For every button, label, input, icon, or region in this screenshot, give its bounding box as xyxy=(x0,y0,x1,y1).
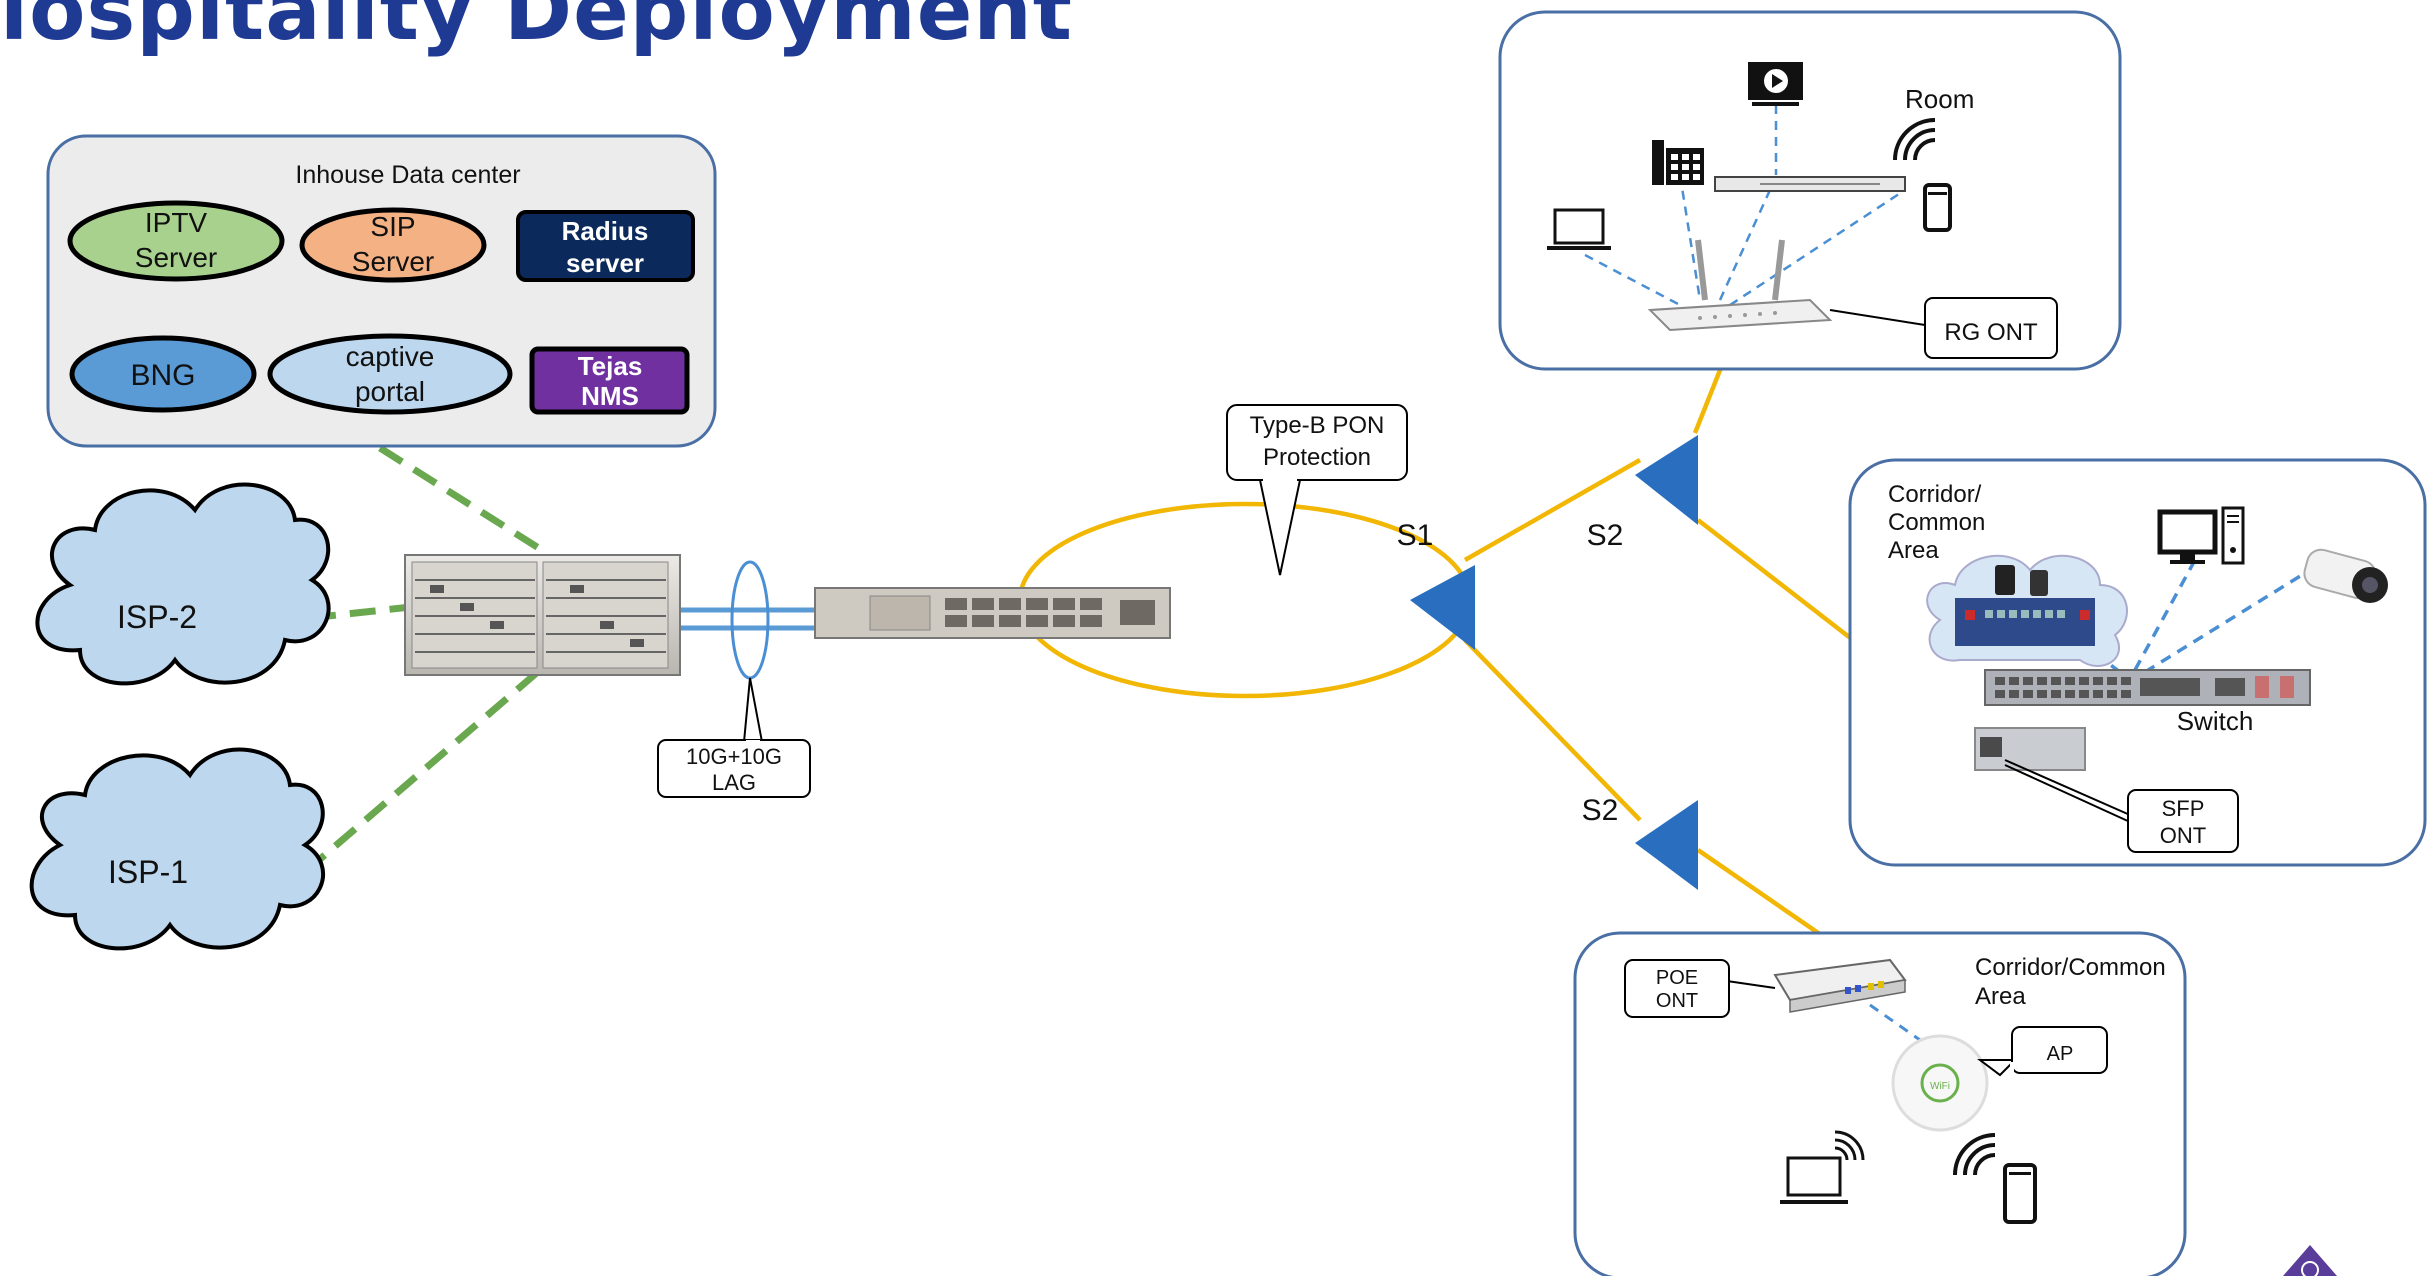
rg-ont-device[interactable] xyxy=(1647,239,1926,332)
sip-server-node[interactable]: SIP Server xyxy=(299,207,487,283)
poe-line-2: ONT xyxy=(1656,990,1698,1012)
laptop-wifi-icon xyxy=(1780,1130,1865,1204)
sfp-ont-device[interactable] xyxy=(1974,727,2131,823)
cloud-devices-group xyxy=(1926,554,2128,667)
pon-line-2: Protection xyxy=(1263,444,1371,471)
iptv-line-1: IPTV xyxy=(145,207,208,238)
corridor-panel-2: Corridor/Common Area POE ONT WiFi AP xyxy=(1573,931,2187,1276)
company-logo-icon xyxy=(2283,1245,2337,1276)
ap-callout xyxy=(2011,1026,2108,1074)
olt-pizza-box-device[interactable] xyxy=(814,587,1171,639)
corridor-panel-1: Corridor/ Common Area xyxy=(1848,458,2427,867)
iptv-server-node[interactable]: IPTV Server xyxy=(67,200,285,282)
splitter-s1[interactable]: S1 xyxy=(1397,519,1475,650)
pon-line-1: Type-B PON xyxy=(1250,412,1385,439)
server-box xyxy=(1955,598,2095,646)
smartphone-wifi-icon xyxy=(1953,1133,2037,1224)
datacenter-panel: Inhouse Data center IPTV Server SIP Serv… xyxy=(46,134,717,448)
poe-line-1: POE xyxy=(1656,967,1698,989)
s2-top-label: S2 xyxy=(1587,519,1624,552)
s2-bottom-label: S2 xyxy=(1582,794,1619,827)
corridor2-line-1: Corridor/Common xyxy=(1975,954,2166,981)
poe-ont-callout xyxy=(1624,959,1730,1018)
isp1-label: ISP-1 xyxy=(108,854,188,890)
set-top-box-icon xyxy=(1714,176,1906,192)
laptop-icon xyxy=(1547,208,1611,250)
splitter-triangle xyxy=(1410,565,1475,650)
desk-phone-icon xyxy=(1652,140,1704,185)
radius-server-node[interactable]: Radius server xyxy=(516,210,695,282)
fiber-s1-s2top xyxy=(1463,458,1642,562)
desktop-computer-icon xyxy=(2157,506,2245,565)
corridor1-line-2: Common xyxy=(1888,509,1985,536)
rg-ont-callout xyxy=(1924,297,2058,359)
security-camera-icon xyxy=(2303,548,2388,603)
sfp-line-1: SFP xyxy=(2162,796,2205,821)
lag-line-2: LAG xyxy=(712,770,756,795)
page-title: lospitality Deployment xyxy=(0,0,1073,59)
sfp-ont-callout xyxy=(2127,789,2239,853)
lag-links xyxy=(680,607,815,631)
rg-ont-label: RG ONT xyxy=(1944,319,2038,346)
olt-chassis-device[interactable] xyxy=(404,554,681,676)
corridor2-line-2: Area xyxy=(1975,983,2026,1010)
cloud-shape xyxy=(35,482,331,686)
sfp-line-2: ONT xyxy=(2160,823,2206,848)
sip-line-1: SIP xyxy=(370,211,415,242)
fiber-s1-s2bottom xyxy=(1463,638,1642,822)
lag-callout xyxy=(657,739,811,798)
tejas-nms-node[interactable]: Tejas NMS xyxy=(529,346,690,415)
s1-label: S1 xyxy=(1397,519,1434,552)
tv-icon xyxy=(1748,62,1803,106)
captive-line-1: captive xyxy=(346,341,435,372)
radius-line-2: server xyxy=(566,248,644,278)
sip-line-2: Server xyxy=(352,246,434,277)
cloud-shape xyxy=(29,747,325,951)
isp2-label: ISP-2 xyxy=(117,599,197,635)
ap-logo-text: WiFi xyxy=(1930,1081,1950,1092)
lag-line-1: 10G+10G xyxy=(686,744,782,769)
link-datacenter-olt xyxy=(378,445,547,555)
corridor1-line-3: Area xyxy=(1888,537,1939,564)
ap-label: AP xyxy=(2047,1043,2074,1065)
splitter-s2-top[interactable]: S2 xyxy=(1587,435,1698,552)
switch-device[interactable] xyxy=(1984,669,2311,706)
access-point-device[interactable]: WiFi xyxy=(1891,1034,1989,1132)
captive-portal-node[interactable]: captive portal xyxy=(267,333,513,415)
pon-protection-callout: Type-B PON Protection xyxy=(1226,404,1408,576)
bng-node[interactable]: BNG xyxy=(69,335,257,413)
isp2-cloud[interactable]: ISP-2 xyxy=(35,482,331,686)
corridor1-line-1: Corridor/ xyxy=(1888,481,1982,508)
room-panel: Room xyxy=(1498,10,2122,371)
link-isp1-olt xyxy=(302,667,543,875)
captive-line-2: portal xyxy=(355,376,425,407)
splitter-triangle xyxy=(1635,800,1698,890)
nms-line-2: NMS xyxy=(581,381,639,411)
lag-oval xyxy=(730,560,770,680)
smartphone-wifi-icon xyxy=(1893,118,1952,232)
lag-group: 10G+10G LAG xyxy=(657,560,811,798)
switch-label: Switch xyxy=(2177,706,2254,736)
nms-line-1: Tejas xyxy=(578,351,643,381)
room-label: Room xyxy=(1905,84,1974,114)
room-wifi-links xyxy=(1584,105,1906,307)
isp1-cloud[interactable]: ISP-1 xyxy=(29,747,325,951)
bng-label: BNG xyxy=(130,359,195,392)
iptv-line-2: Server xyxy=(135,242,217,273)
splitter-triangle xyxy=(1635,435,1698,525)
datacenter-label: Inhouse Data center xyxy=(295,161,520,189)
splitter-s2-bottom[interactable]: S2 xyxy=(1582,794,1698,890)
radius-line-1: Radius xyxy=(562,216,649,246)
